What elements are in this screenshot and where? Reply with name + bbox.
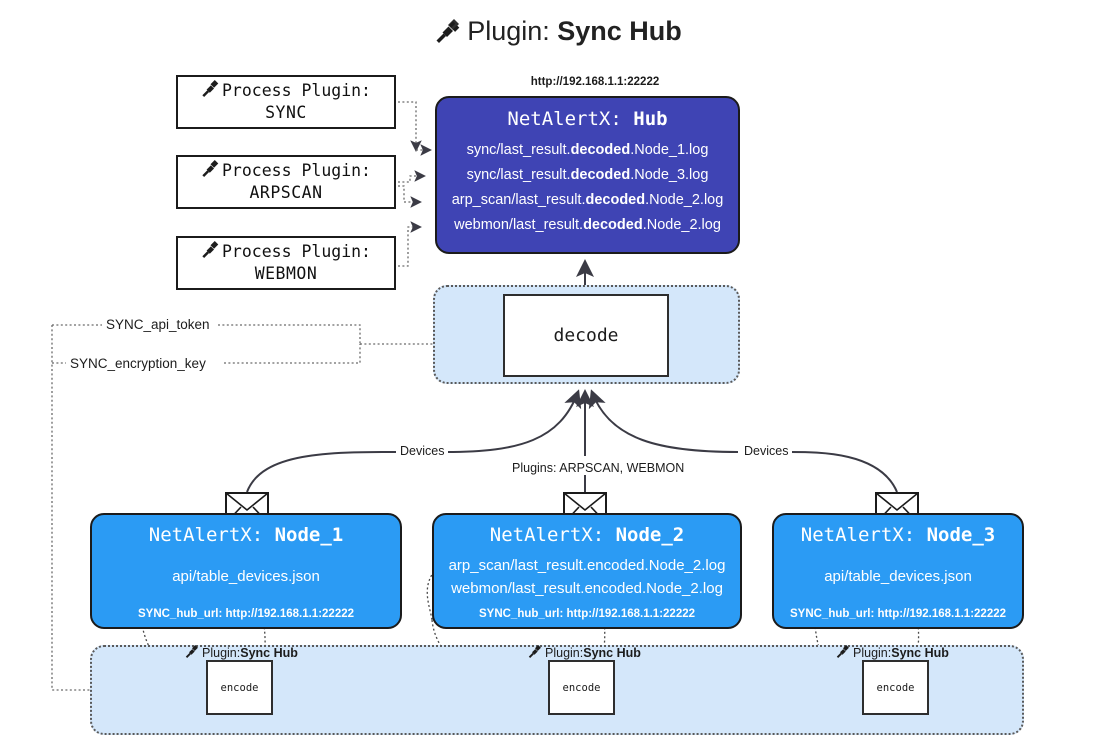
encoder-plugin-label-2: Plugin: Sync Hub xyxy=(528,645,641,661)
process-plugin-webmon[interactable]: Process Plugin: WEBMON xyxy=(176,236,396,290)
node-title: NetAlertX: Node_2 xyxy=(489,524,685,546)
node-line: api/table_devices.json xyxy=(172,568,320,586)
process-plugin-name: SYNC xyxy=(265,103,307,122)
process-plugin-name: ARPSCAN xyxy=(249,183,323,202)
node-line: webmon/last_result.encoded.Node_2.log xyxy=(451,580,723,597)
hub-box[interactable]: NetAlertX: Hub sync/last_result.decoded.… xyxy=(435,96,740,254)
devices-label-right: Devices xyxy=(740,444,793,458)
page-title: Plugin: Sync Hub xyxy=(0,16,1117,50)
node-footer: SYNC_hub_url: http://192.168.1.1:22222 xyxy=(137,608,355,620)
node-box-2[interactable]: NetAlertX: Node_2 arp_scan/last_result.e… xyxy=(432,513,742,629)
hub-log-2: sync/last_result.decoded.Node_3.log xyxy=(466,166,709,183)
encoder-label-prefix: Plugin: xyxy=(202,646,241,660)
encoder-label-prefix: Plugin: xyxy=(545,646,584,660)
plug-icon xyxy=(201,241,220,264)
encode-box-2[interactable]: encode xyxy=(548,660,615,715)
encoder-plugin-label-3: Plugin: Sync Hub xyxy=(836,645,949,661)
plug-icon xyxy=(201,160,220,183)
sync-encryption-key-label: SYNC_encryption_key xyxy=(66,356,210,371)
hub-log-3: arp_scan/last_result.decoded.Node_2.log xyxy=(451,191,724,208)
plug-icon xyxy=(185,645,199,661)
process-plugin-sync[interactable]: Process Plugin: SYNC xyxy=(176,75,396,129)
encode-box-3[interactable]: encode xyxy=(862,660,929,715)
sync-api-token-label: SYNC_api_token xyxy=(102,317,214,332)
node-box-3[interactable]: NetAlertX: Node_3 api/table_devices.json… xyxy=(772,513,1024,629)
node-line: api/table_devices.json xyxy=(824,568,972,586)
plug-icon xyxy=(836,645,850,661)
hub-title: NetAlertX: Hub xyxy=(507,108,668,130)
node-title: NetAlertX: Node_3 xyxy=(800,524,996,546)
decode-box[interactable]: decode xyxy=(503,294,669,377)
encoder-label-name: Sync Hub xyxy=(240,646,298,660)
plug-icon xyxy=(201,80,220,103)
process-plugin-heading: Process Plugin: xyxy=(221,161,371,181)
hub-log-4: webmon/last_result.decoded.Node_2.log xyxy=(454,216,721,233)
hub-log-1: sync/last_result.decoded.Node_1.log xyxy=(466,142,709,158)
plug-icon xyxy=(435,19,461,50)
title-name: Sync Hub xyxy=(557,16,682,46)
process-plugin-heading: Process Plugin: xyxy=(221,81,371,101)
process-plugin-heading: Process Plugin: xyxy=(221,242,371,262)
hub-url-label: http://192.168.1.1:22222 xyxy=(530,76,660,88)
process-plugin-arpscan[interactable]: Process Plugin: ARPSCAN xyxy=(176,155,396,209)
node-box-1[interactable]: NetAlertX: Node_1 api/table_devices.json… xyxy=(90,513,402,629)
plugins-label-center: Plugins: ARPSCAN, WEBMON xyxy=(508,461,689,475)
node-footer: SYNC_hub_url: http://192.168.1.1:22222 xyxy=(478,608,696,620)
node-line: arp_scan/last_result.encoded.Node_2.log xyxy=(448,556,726,574)
encoder-label-name: Sync Hub xyxy=(583,646,641,660)
process-plugin-name: WEBMON xyxy=(254,264,318,283)
title-prefix: Plugin: xyxy=(467,16,558,46)
encode-box-1[interactable]: encode xyxy=(206,660,273,715)
encoder-plugin-label-1: Plugin: Sync Hub xyxy=(185,645,298,661)
plug-icon xyxy=(528,645,542,661)
node-title: NetAlertX: Node_1 xyxy=(148,524,344,546)
node-footer: SYNC_hub_url: http://192.168.1.1:22222 xyxy=(789,608,1007,620)
encoder-label-prefix: Plugin: xyxy=(853,646,892,660)
devices-label-left: Devices xyxy=(396,444,449,458)
encoder-label-name: Sync Hub xyxy=(891,646,949,660)
